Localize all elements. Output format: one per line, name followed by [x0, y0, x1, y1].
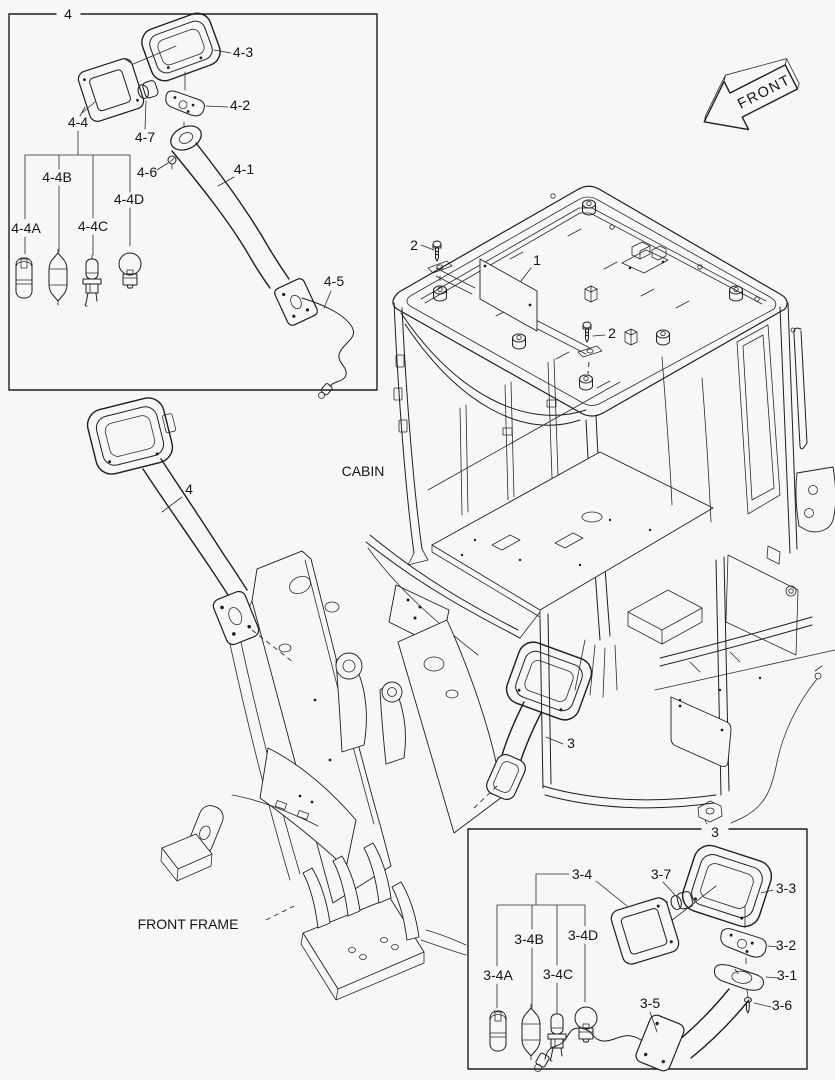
callout-plate: 1	[533, 252, 541, 268]
bulb-4-4c-icon	[82, 254, 102, 307]
bulb-3-4d-icon	[574, 1006, 598, 1043]
bulb-4-4b-icon	[48, 248, 68, 306]
beacon-bracket	[622, 242, 668, 273]
callout-box-4: 4	[64, 6, 72, 22]
cabin-floor	[432, 452, 713, 617]
roof-bolt-right	[578, 321, 602, 374]
callout-4-4b: 4-4B	[42, 169, 72, 185]
installed-harness-route	[698, 666, 822, 824]
callout-3-3: 3-3	[776, 880, 796, 896]
callout-3-6: 3-6	[772, 997, 792, 1013]
callout-3-4: 3-4	[572, 866, 592, 882]
bulb-3-4a-icon	[489, 1010, 507, 1052]
roof-plate-part	[480, 259, 537, 331]
cabin-drawing	[366, 186, 835, 824]
callout-labels: 4 4-3 4-2 4-4 4-7 4-6 4-1 4-5 4-4B 4-4D …	[11, 6, 797, 1013]
cabin-label: CABIN	[342, 463, 385, 479]
frame-base-plate	[301, 843, 424, 1000]
lamp-assembly-3	[474, 638, 596, 808]
callout-3-1: 3-1	[777, 967, 797, 983]
callout-3-4d: 3-4D	[568, 927, 598, 943]
callout-4-1: 4-1	[234, 161, 254, 177]
callout-4-5: 4-5	[324, 273, 344, 289]
callout-4-6: 4-6	[137, 164, 157, 180]
detail-box-3	[468, 829, 807, 1073]
callout-4-7: 4-7	[135, 129, 155, 145]
stay-arm-4-1	[167, 121, 319, 327]
callout-4-4c: 4-4C	[78, 218, 108, 234]
front-direction-arrow: FRONT	[690, 47, 808, 146]
callout-3-4b: 3-4B	[514, 931, 544, 947]
callout-3-4a: 3-4A	[483, 967, 513, 983]
bulb-3-4c-icon	[547, 1009, 567, 1062]
callout-3-4c: 3-4C	[543, 966, 573, 982]
callout-4-4a: 4-4A	[11, 220, 41, 236]
detail-box-4	[9, 9, 377, 400]
callout-box-3: 3	[711, 824, 719, 840]
callout-4-4d: 4-4D	[114, 191, 144, 207]
callout-bolt-right: 2	[608, 325, 616, 341]
callout-3-5: 3-5	[640, 995, 660, 1011]
callout-assembly-4: 4	[185, 481, 193, 497]
front-frame-drawing	[161, 551, 502, 1000]
callout-assembly-3: 3	[567, 735, 575, 751]
callout-3-7: 3-7	[651, 866, 671, 882]
bulb-4-4d-icon	[118, 252, 142, 289]
callout-4-3: 4-3	[233, 44, 253, 60]
bulb-3-4b-icon	[521, 1003, 541, 1061]
callout-3-2: 3-2	[776, 937, 796, 953]
callout-4-4: 4-4	[68, 114, 88, 130]
callout-bolt-left: 2	[410, 237, 418, 253]
bulb-4-4a-icon	[15, 257, 33, 299]
front-frame-label: FRONT FRAME	[138, 916, 239, 932]
callout-4-2: 4-2	[230, 97, 250, 113]
roof-bolt-left	[428, 240, 452, 286]
lamp-assembly-4	[84, 393, 293, 662]
